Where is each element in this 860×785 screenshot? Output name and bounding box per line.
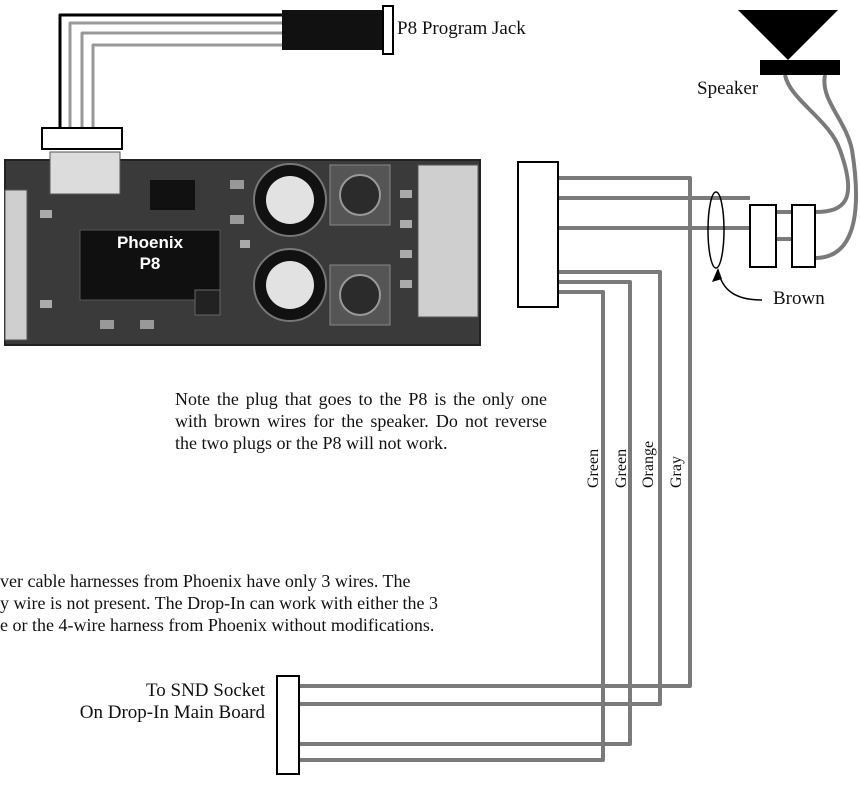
- snd-socket-label: To SND Socket On Drop-In Main Board: [20, 680, 265, 724]
- brown-wire-marker: [707, 191, 725, 269]
- main-plug: [517, 161, 559, 308]
- brown-label: Brown: [773, 288, 825, 309]
- brown-leader-arrow: [712, 268, 722, 282]
- board-name-line1: Phoenix: [116, 233, 184, 252]
- jack-connector: [41, 127, 123, 150]
- board-name-line2: P8: [139, 254, 161, 273]
- wire-label-green-1: Green: [585, 448, 602, 488]
- harness-note-line1: ver cable harnesses from Phoenix have on…: [0, 571, 411, 591]
- board-name-label: Phoenix P8: [102, 232, 198, 274]
- program-jack-cable: [58, 13, 295, 128]
- snd-socket-plug: [276, 675, 300, 775]
- wire-label-green-2: Green: [613, 448, 630, 488]
- plug-note: Note the plug that goes to the P8 is the…: [175, 389, 547, 453]
- speaker-label: Speaker: [695, 78, 761, 100]
- speaker-wires: [558, 74, 859, 260]
- snd-socket-line2: On Drop-In Main Board: [79, 701, 265, 723]
- speaker-plug-right: [791, 204, 816, 268]
- program-jack-label: P8 Program Jack: [397, 18, 526, 39]
- program-jack-plug: [282, 5, 394, 55]
- brown-leader-line: [717, 269, 763, 301]
- harness-note-line3: e or the 4-wire harness from Phoenix wit…: [0, 615, 435, 635]
- speaker-icon: [738, 10, 840, 75]
- wire-label-gray: Gray: [668, 456, 685, 488]
- harness-wires: [300, 176, 692, 762]
- wire-label-orange: Orange: [640, 440, 657, 488]
- phoenix-p8-board: [4, 151, 481, 346]
- harness-note: ver cable harnesses from Phoenix have on…: [0, 570, 555, 636]
- snd-socket-line1: To SND Socket: [145, 680, 265, 701]
- speaker-plug-left: [749, 204, 777, 268]
- harness-note-line2: y wire is not present. The Drop-In can w…: [0, 593, 439, 613]
